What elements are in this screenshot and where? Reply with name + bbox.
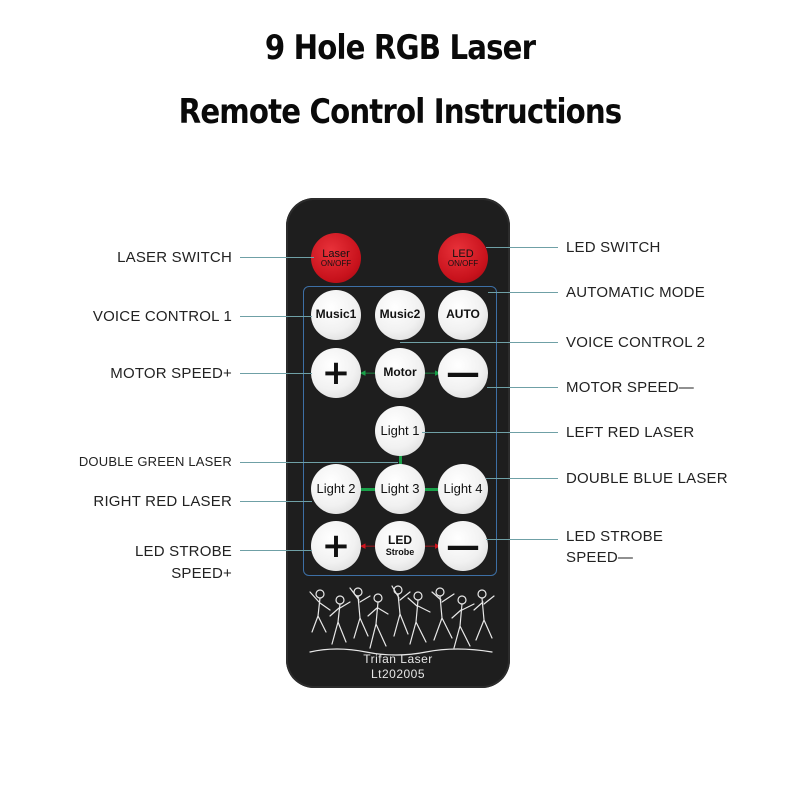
arrow-right-icon: —▸ (424, 367, 441, 379)
light3-button[interactable]: Light 3 (375, 464, 425, 514)
label-voice-control-2: VOICE CONTROL 2 (566, 334, 706, 351)
strobe-speed-plus-button[interactable]: + (311, 521, 361, 571)
strobe-speed-minus-button[interactable]: — (438, 521, 488, 571)
callout-line-led-strobe-speed-plus (240, 550, 312, 551)
label-led-strobe-speed-plus-line2: SPEED+ (171, 565, 232, 582)
laser-on-off-button[interactable]: Laser ON/OFF (311, 233, 361, 283)
page-title-line-2: Remote Control Instructions (178, 92, 623, 132)
light2-button[interactable]: Light 2 (311, 464, 361, 514)
label-motor-speed-minus: MOTOR SPEED— (566, 379, 694, 396)
led-strobe-label: LED (388, 533, 412, 548)
auto-button[interactable]: AUTO (438, 290, 488, 340)
music1-button[interactable]: Music1 (311, 290, 361, 340)
led-button-sub: ON/OFF (447, 258, 479, 268)
laser-button-label: Laser (322, 247, 350, 260)
label-led-strobe-speed-minus-line2: SPEED— (566, 549, 634, 566)
link-light2-light3 (359, 488, 379, 491)
callout-line-voice-control-2 (400, 342, 558, 343)
callout-line-motor-speed-minus (487, 387, 558, 388)
callout-line-double-blue-laser (486, 478, 558, 479)
led-button-label: LED (452, 247, 474, 260)
callout-line-left-red-laser (422, 432, 558, 433)
label-double-blue-laser: DOUBLE BLUE LASER (566, 470, 728, 487)
callout-line-motor-speed-plus (240, 373, 312, 374)
label-automatic-mode: AUTOMATIC MODE (566, 284, 705, 301)
callout-line-right-red-laser (240, 501, 312, 502)
callout-line-laser-switch (240, 257, 314, 258)
laser-button-sub: ON/OFF (320, 258, 352, 268)
callout-line-automatic-mode (488, 292, 558, 293)
callout-line-led-strobe-speed-minus (486, 539, 558, 540)
arrow-left-icon: ◂— (360, 367, 377, 379)
label-motor-speed-plus: MOTOR SPEED+ (110, 365, 232, 382)
dancers-logo-icon (309, 585, 495, 656)
label-double-green-laser: DOUBLE GREEN LASER (78, 454, 232, 469)
arrow-right-icon: —▸ (424, 540, 441, 552)
page-title-line-1: 9 Hole RGB Laser (264, 28, 536, 68)
link-light3-light4 (423, 488, 441, 491)
led-strobe-button[interactable]: LED Strobe (375, 521, 425, 571)
led-strobe-sub: Strobe (385, 546, 415, 557)
link-light1-light3 (399, 455, 402, 469)
motor-button[interactable]: Motor (375, 348, 425, 398)
keypad-panel (303, 286, 497, 576)
callout-line-led-switch (486, 247, 558, 248)
label-led-switch: LED SWITCH (566, 239, 661, 256)
label-led-strobe-speed-minus-line1: LED STROBE (566, 528, 664, 545)
motor-speed-plus-button[interactable]: + (311, 348, 361, 398)
arrow-left-icon: ◂— (360, 540, 377, 552)
label-led-strobe-speed-plus-line1: LED STROBE (134, 543, 232, 560)
light1-button[interactable]: Light 1 (375, 406, 425, 456)
logo-brand: Trifan Laser (363, 652, 433, 666)
led-on-off-button[interactable]: LED ON/OFF (438, 233, 488, 283)
label-right-red-laser: RIGHT RED LASER (93, 493, 232, 510)
label-left-red-laser: LEFT RED LASER (566, 424, 695, 441)
music2-button[interactable]: Music2 (375, 290, 425, 340)
logo-model: Lt202005 (370, 667, 426, 681)
label-voice-control-1: VOICE CONTROL 1 (92, 308, 232, 325)
light4-button[interactable]: Light 4 (438, 464, 488, 514)
motor-speed-minus-button[interactable]: — (438, 348, 488, 398)
callout-line-double-green-laser (240, 462, 398, 463)
label-laser-switch: LASER SWITCH (117, 249, 232, 266)
callout-line-voice-control-1 (240, 316, 312, 317)
